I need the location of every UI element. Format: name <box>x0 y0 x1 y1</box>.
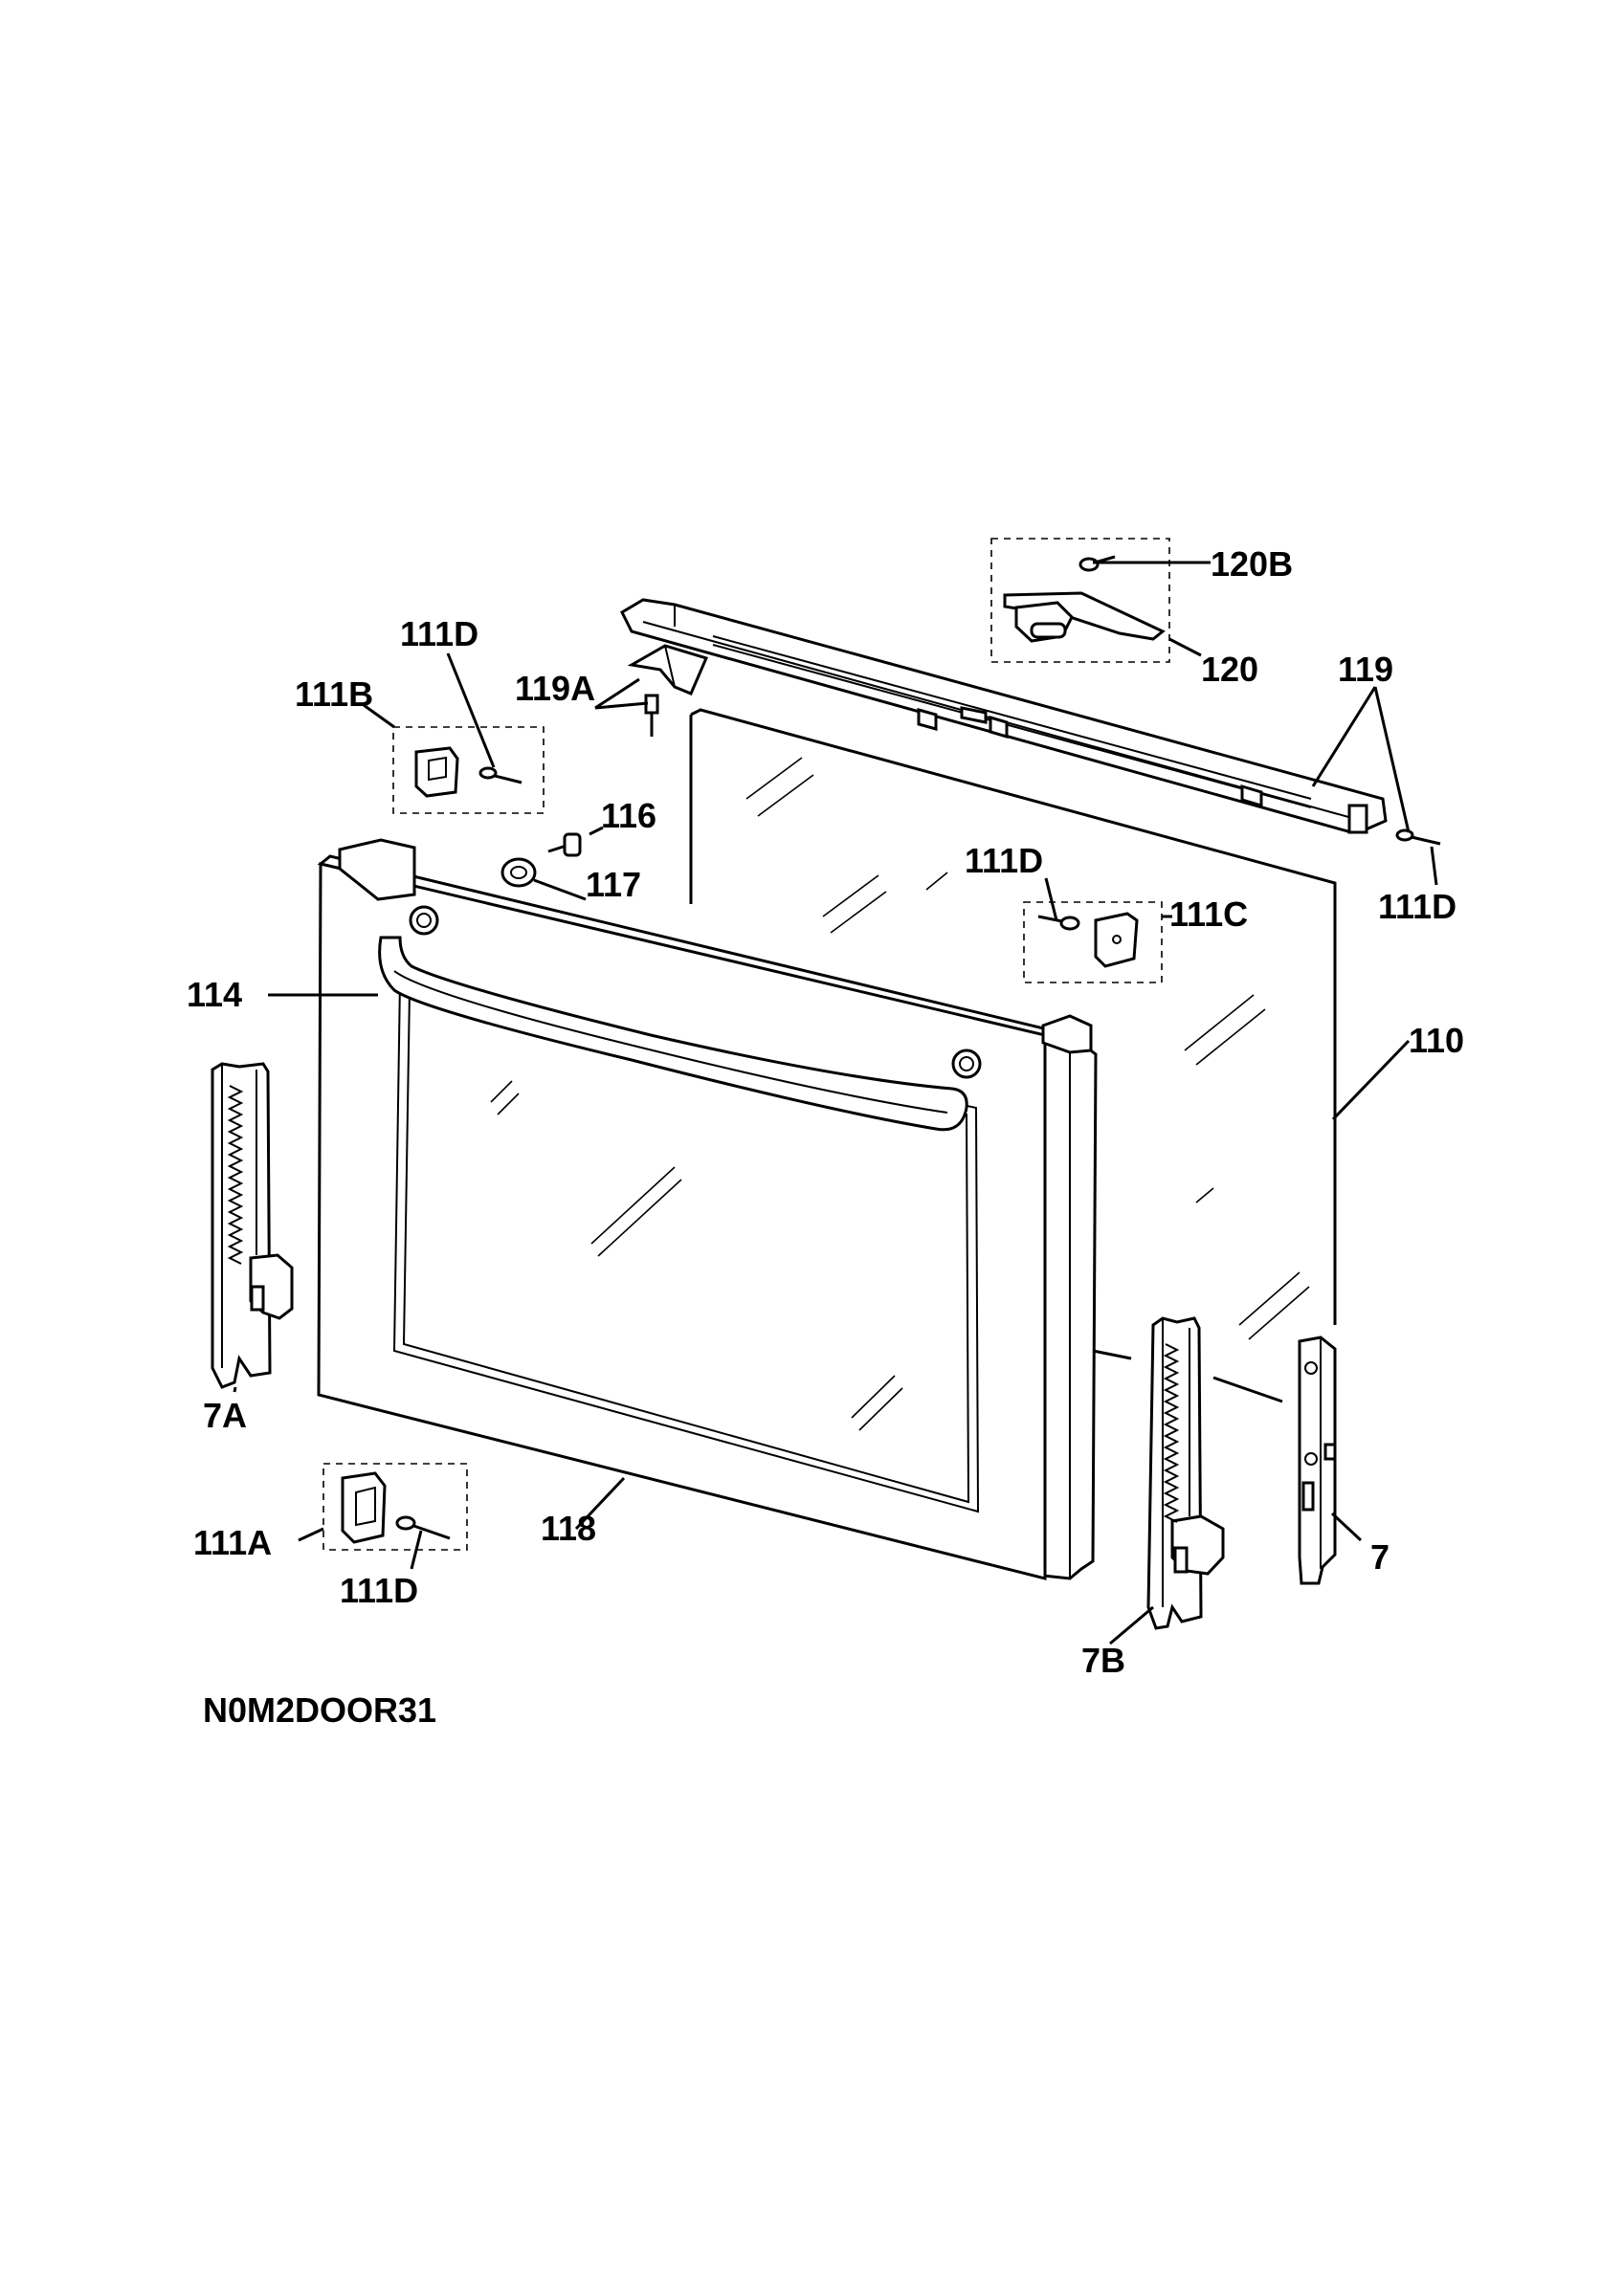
callout-119A: 119A <box>515 669 595 708</box>
callout-111A: 111A <box>193 1523 272 1562</box>
callout-118: 118 <box>541 1509 596 1548</box>
door-handle <box>378 936 968 1132</box>
callout-117: 117 <box>586 865 641 904</box>
callout-111D-bottom: 111D <box>340 1571 418 1610</box>
callout-120B: 120B <box>1211 544 1293 584</box>
clip-111C-group <box>1023 901 1163 983</box>
callout-119: 119 <box>1338 650 1393 689</box>
bracket-119A <box>627 644 709 737</box>
callout-7B: 7B <box>1081 1641 1125 1680</box>
callout-7: 7 <box>1370 1537 1390 1577</box>
hinge-7A <box>211 1062 294 1389</box>
drawing-code: N0M2DOOR31 <box>203 1690 436 1730</box>
callout-111D-mid: 111D <box>965 841 1043 880</box>
leader-lines <box>233 561 1438 1645</box>
clip-120-group <box>990 538 1170 663</box>
hinge-receiver-7 <box>1298 1336 1337 1585</box>
callout-114: 114 <box>187 975 242 1014</box>
front-door-frame <box>317 838 1098 1580</box>
callout-labels: 120B 120 119 119A 111D 111B 116 117 111D… <box>187 544 1464 1680</box>
clip-111B-group <box>392 726 545 814</box>
callout-110: 110 <box>1409 1021 1464 1060</box>
top-trim-bar <box>620 598 1388 834</box>
inner-glass-panel <box>689 708 1337 1340</box>
washer-117 <box>500 857 537 888</box>
hinge-7B <box>1146 1316 1225 1630</box>
callout-111B: 111B <box>295 674 373 714</box>
callout-116: 116 <box>601 796 656 835</box>
callout-111D-top: 111D <box>400 614 478 653</box>
callout-111D-right: 111D <box>1378 887 1456 926</box>
rivet-111D-right <box>1395 828 1441 846</box>
clip-111A-group <box>322 1463 468 1551</box>
callout-111C: 111C <box>1169 894 1248 934</box>
callout-7A: 7A <box>203 1396 247 1435</box>
screw-116 <box>547 832 582 857</box>
callout-120: 120 <box>1201 650 1258 689</box>
